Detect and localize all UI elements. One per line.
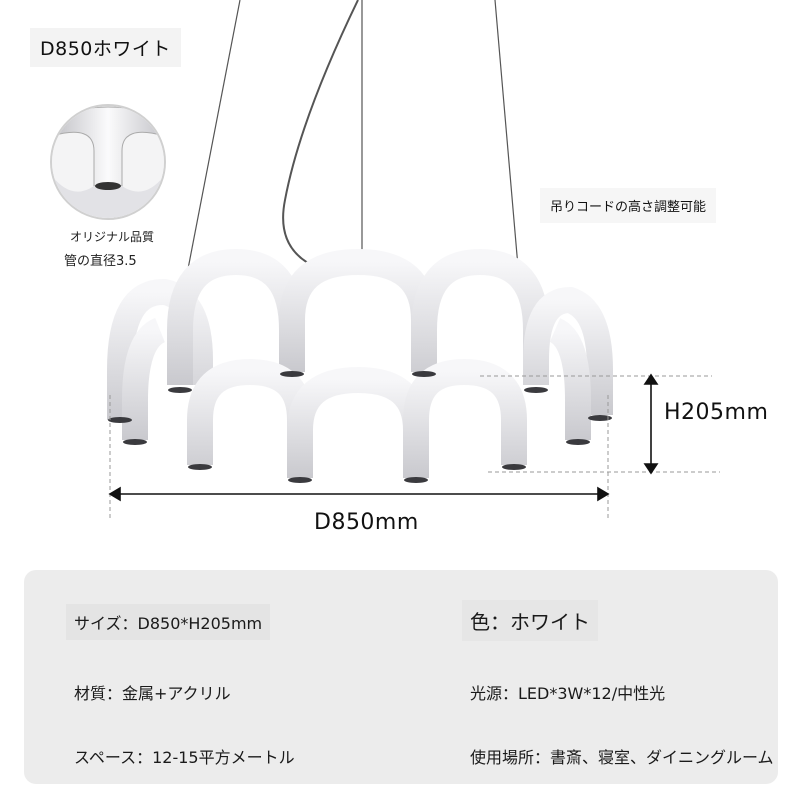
dimension-lines <box>109 375 720 520</box>
spec-light-source: 光源：LED*3W*12/中性光 <box>470 684 666 703</box>
tube-closeup-icon <box>52 106 164 218</box>
pendant-lamp-illustration <box>107 0 720 520</box>
dimension-arrows <box>108 373 659 502</box>
led-ends <box>108 371 612 483</box>
cord-adjustable-note: 吊りコードの高さ調整可能 <box>540 188 717 223</box>
tube-diameter-label: 管の直径3.5 <box>64 254 137 269</box>
front-arch-ring <box>122 317 591 478</box>
height-dimension-label: H205mm <box>664 400 769 425</box>
spec-panel: サイズ：D850*H205mm 色：ホワイト 材質：金属+アクリル 光源：LED… <box>24 570 778 784</box>
spec-color: 色：ホワイト <box>462 600 598 641</box>
quality-label: オリジナル品質 <box>70 230 155 244</box>
suspension-cables <box>181 0 521 301</box>
tube-detail-image <box>50 104 166 220</box>
diameter-dimension-label: D850mm <box>314 510 419 535</box>
spec-space: スペース：12-15平方メートル <box>74 748 295 767</box>
spec-size: サイズ：D850*H205mm <box>66 604 271 640</box>
variant-label: D850ホワイト <box>30 28 181 67</box>
spec-usage: 使用場所：書斎、寝室、ダイニングルーム <box>470 748 774 767</box>
back-arch-ring <box>107 248 613 420</box>
spec-material: 材質：金属+アクリル <box>74 684 231 703</box>
